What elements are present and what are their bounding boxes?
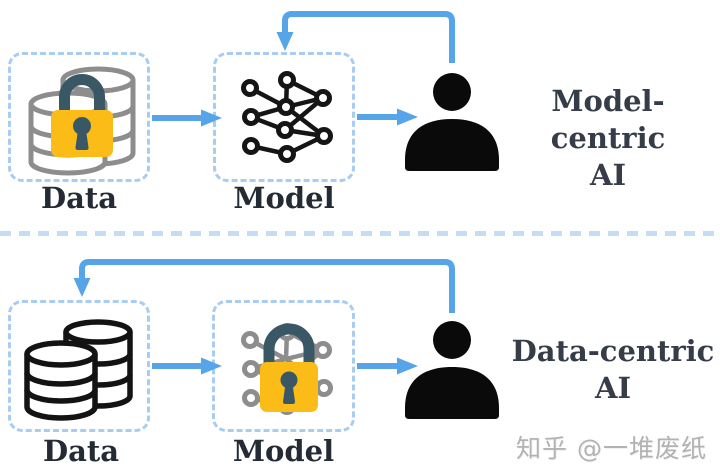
- lock-shackle: [263, 323, 315, 366]
- user-icon: [405, 321, 499, 419]
- locked-database-icon: [28, 66, 136, 176]
- user-head: [433, 321, 471, 359]
- top-data-label: Data: [40, 181, 118, 215]
- lock-shackle: [59, 74, 105, 116]
- model-centric-heading: Model-centric AI: [498, 83, 718, 194]
- data-centric-heading: Data-centric AI: [503, 333, 720, 407]
- arrowhead-down-icon: [73, 278, 91, 297]
- database-icon: [24, 319, 133, 421]
- keyhole: [73, 117, 91, 135]
- locked-neural-network-icon: [241, 323, 333, 415]
- neural-network-icon: [241, 71, 333, 163]
- heading-line-1: Data-centric: [511, 334, 715, 368]
- user-head: [433, 73, 471, 111]
- section-divider: [0, 231, 720, 236]
- user-body: [405, 119, 499, 171]
- heading-line-1: Model-centric: [550, 84, 666, 155]
- top-data-box: [8, 52, 150, 182]
- user-icon: [405, 73, 499, 171]
- user-body: [405, 367, 499, 419]
- zhihu-watermark: 知乎 @一堆废纸: [516, 434, 707, 463]
- heading-line-2: AI: [589, 158, 627, 192]
- arrowhead-down-icon: [276, 32, 294, 51]
- heading-line-2: AI: [594, 371, 632, 405]
- bottom-data-label: Data: [42, 434, 120, 468]
- bottom-model-label: Model: [232, 434, 335, 468]
- top-model-label: Model: [233, 181, 335, 215]
- keyhole: [280, 371, 298, 389]
